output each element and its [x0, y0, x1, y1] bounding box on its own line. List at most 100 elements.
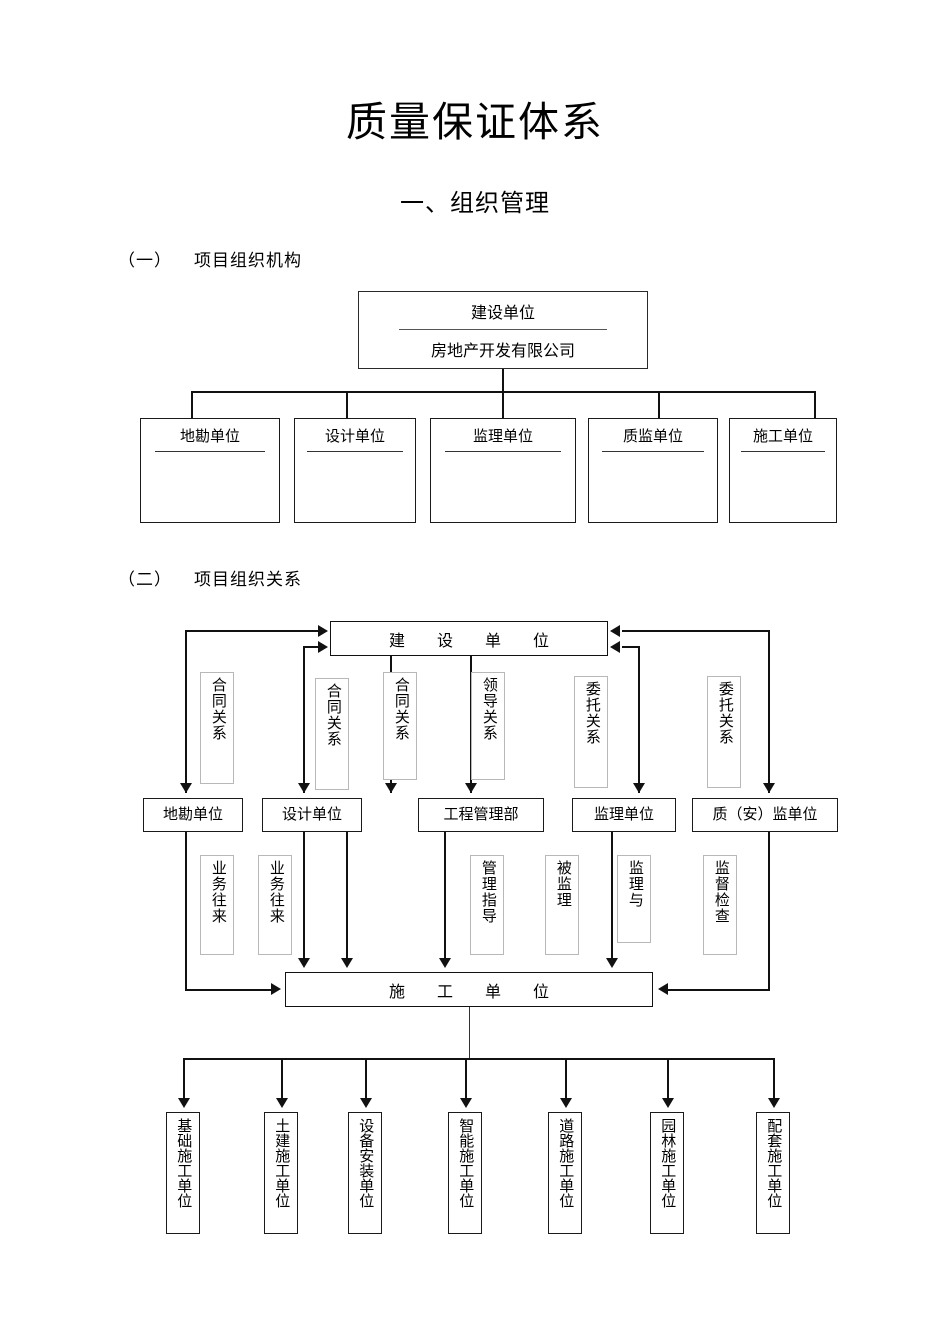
org-drop-4: [658, 391, 660, 419]
contractor-bus-line: [183, 1058, 775, 1060]
contractor-arrow-7: [768, 1098, 780, 1108]
contractor-label-7: 配套施工单位: [765, 1118, 782, 1208]
arrow-into-mid-left: [271, 983, 281, 995]
relation-label-4: 领导关系: [480, 677, 497, 741]
route-sheji-top: [303, 646, 320, 648]
org-child-box-2: 设计单位: [294, 418, 416, 523]
contractor-drop-6: [667, 1058, 669, 1103]
contractor-label-6: 园林施工单位: [659, 1118, 676, 1208]
org-child-divider-5: [740, 451, 826, 452]
org-root-line2: 房地产开发有限公司: [430, 343, 575, 360]
arrow-into-top-left-1: [318, 625, 328, 637]
route-dikan-down: [185, 630, 187, 793]
contractor-arrow-6: [662, 1098, 674, 1108]
route-dikan-to-shigong-h: [185, 989, 273, 991]
arrow-to-sheji: [298, 783, 310, 793]
mid-node-stem: [469, 1007, 471, 1060]
section-1-number: （一）: [118, 251, 172, 270]
lower-relation-label-box-5: 监理与: [617, 855, 651, 943]
route-dikan-to-shigong-v: [185, 832, 187, 990]
route-sheji-to-shigong: [303, 832, 305, 962]
route-zhian-to-shigong-h: [668, 989, 770, 991]
relation-node-jianli: 监理单位: [572, 798, 676, 832]
route-sheji-down: [303, 646, 305, 793]
arrow-to-gongcheng-a: [385, 783, 397, 793]
contractor-label-1: 基础施工单位: [175, 1118, 192, 1208]
contractor-box-5: 道路施工单位: [548, 1112, 582, 1234]
route-jianli-down: [638, 646, 640, 793]
relation-top-node: 建 设 单 位: [330, 621, 608, 656]
route-zhian-top: [622, 630, 770, 632]
contractor-arrow-2: [276, 1098, 288, 1108]
relation-top-node-label: 建 设 单 位: [388, 632, 563, 650]
contractor-drop-7: [773, 1058, 775, 1103]
org-root-box: 建设单位 房地产开发有限公司: [358, 291, 648, 369]
org-root-divider: [399, 329, 607, 330]
org-child-divider-2: [307, 451, 403, 452]
route-zhian-to-shigong-v: [768, 832, 770, 990]
org-child-label-5: 施工单位: [752, 429, 813, 445]
contractor-drop-4: [465, 1058, 467, 1103]
org-child-divider-4: [601, 451, 705, 452]
relation-node-dikan-label: 地勘单位: [162, 807, 223, 823]
arrow-into-top-left-2: [318, 641, 328, 653]
section-1-label: 项目组织机构: [194, 251, 302, 270]
section-2-label: 项目组织关系: [194, 570, 302, 589]
arrow-into-top-right-1: [610, 625, 620, 637]
org-drop-2: [346, 391, 348, 419]
arrow-into-mid-1: [298, 958, 310, 968]
org-root-line1: 建设单位: [470, 305, 535, 322]
relation-label-1: 合同关系: [209, 677, 226, 741]
org-child-label-1: 地勘单位: [179, 429, 240, 445]
contractor-box-1: 基础施工单位: [166, 1112, 200, 1234]
arrow-to-gongcheng-b: [465, 783, 477, 793]
relation-node-gongcheng-label: 工程管理部: [443, 807, 519, 823]
arrow-to-zhian: [763, 783, 775, 793]
arrow-to-jianli: [633, 783, 645, 793]
relation-label-3: 合同关系: [392, 677, 409, 741]
contractor-arrow-1: [178, 1098, 190, 1108]
org-root-stem: [502, 369, 504, 392]
contractor-box-6: 园林施工单位: [650, 1112, 684, 1234]
route-dikan-top: [185, 630, 320, 632]
contractor-drop-2: [281, 1058, 283, 1103]
org-drop-5: [814, 391, 816, 419]
contractor-box-7: 配套施工单位: [756, 1112, 790, 1234]
org-drop-3: [502, 391, 504, 419]
contractor-label-3: 设备安装单位: [357, 1118, 374, 1208]
relation-label-5: 委托关系: [583, 681, 600, 745]
page-title: 质量保证体系: [346, 99, 604, 145]
lower-relation-label-6: 监督检查: [712, 860, 729, 924]
contractor-arrow-4: [460, 1098, 472, 1108]
org-child-divider-3: [445, 451, 561, 452]
relation-node-zhian-label: 质（安）监单位: [712, 807, 818, 823]
arrow-into-mid-right: [658, 983, 668, 995]
lower-relation-label-4: 被监理: [554, 860, 571, 908]
lower-relation-label-1: 业务往来: [209, 860, 226, 924]
lower-relation-label-2: 业务往来: [267, 860, 284, 924]
route-gongcheng-down-2: [470, 656, 472, 793]
relation-node-jianli-label: 监理单位: [593, 807, 654, 823]
relation-node-sheji: 设计单位: [262, 798, 362, 832]
arrow-into-mid-3: [439, 958, 451, 968]
relation-node-sheji-label: 设计单位: [281, 807, 342, 823]
route-gongcheng-to-shigong: [444, 832, 446, 962]
relation-label-box-2: 合同关系: [315, 678, 349, 790]
relation-mid-node-label: 施 工 单 位: [388, 983, 563, 1001]
org-child-label-3: 监理单位: [472, 429, 533, 445]
section-2-number: （二）: [118, 570, 172, 589]
relation-label-box-6: 委托关系: [707, 676, 741, 788]
contractor-label-4: 智能施工单位: [457, 1118, 474, 1208]
contractor-box-3: 设备安装单位: [348, 1112, 382, 1234]
section-heading-1: （一） 项目组织机构: [118, 246, 302, 271]
org-drop-1: [191, 391, 193, 419]
org-child-box-4: 质监单位: [588, 418, 718, 523]
contractor-drop-5: [565, 1058, 567, 1103]
section-heading-2: （二） 项目组织关系: [118, 565, 302, 590]
relation-node-zhian: 质（安）监单位: [692, 798, 838, 832]
lower-relation-label-box-1: 业务往来: [200, 855, 234, 955]
contractor-label-2: 土建施工单位: [273, 1118, 290, 1208]
lower-relation-label-box-4: 被监理: [545, 855, 579, 955]
route-jianli-to-shigong: [611, 832, 613, 962]
